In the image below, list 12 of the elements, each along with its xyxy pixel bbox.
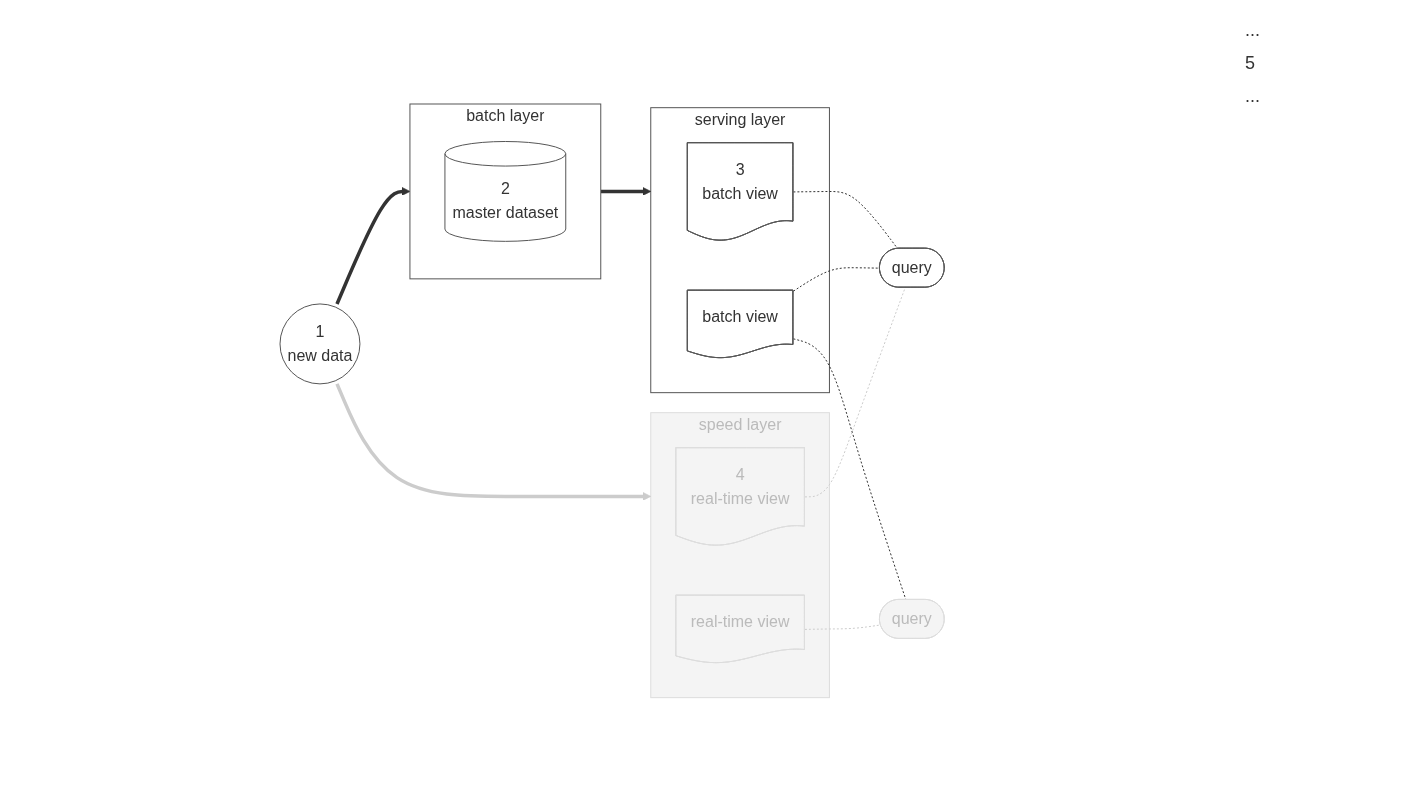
connector bbox=[804, 624, 882, 630]
arrow bbox=[601, 186, 652, 196]
node-text: real-time view bbox=[691, 612, 790, 630]
note-label: ... bbox=[1245, 86, 1261, 107]
connector bbox=[793, 190, 899, 249]
connector bbox=[793, 266, 881, 292]
node-text: 4 real-time view bbox=[691, 465, 790, 507]
node-circle: 1 new data bbox=[279, 303, 361, 385]
arrow bbox=[335, 382, 652, 501]
note-label: 5 bbox=[1245, 53, 1256, 74]
note-label: ... bbox=[1245, 20, 1261, 41]
arrow bbox=[335, 186, 411, 305]
